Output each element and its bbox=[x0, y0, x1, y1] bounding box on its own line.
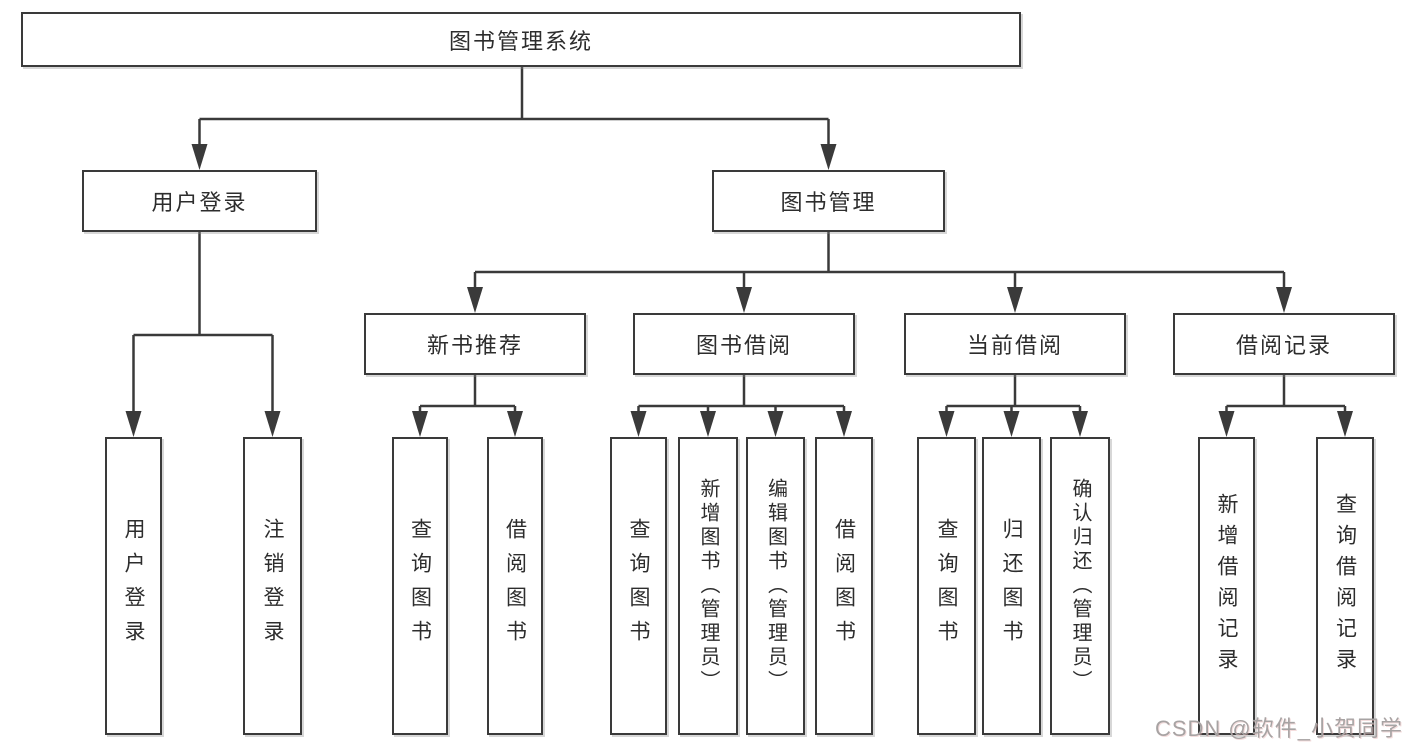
node-label: 新增图书（管理员） bbox=[697, 478, 719, 694]
node-label: 归还图书 bbox=[1000, 518, 1023, 654]
node-book-management: 图书管理 bbox=[712, 170, 945, 232]
node-label: 新书推荐 bbox=[426, 333, 523, 358]
node-label: 借阅记录 bbox=[1235, 333, 1332, 358]
connector-book-borrow-children bbox=[630, 375, 852, 437]
csdn-watermark: CSDN @软件_小贺同学 bbox=[1154, 716, 1403, 741]
node-label: 借阅图书 bbox=[832, 518, 856, 654]
leaf-records-query-record: 查询借阅记录 bbox=[1316, 437, 1374, 735]
node-user-login: 用户登录 bbox=[82, 170, 317, 232]
leaf-borrow-borrow-books: 借阅图书 bbox=[815, 437, 873, 735]
leaf-recommend-borrow-books: 借阅图书 bbox=[487, 437, 543, 735]
node-label: 查询图书 bbox=[935, 518, 958, 654]
node-borrow-records: 借阅记录 bbox=[1173, 313, 1395, 375]
leaf-recommend-query-books: 查询图书 bbox=[392, 437, 448, 735]
leaf-records-add-record: 新增借阅记录 bbox=[1198, 437, 1255, 735]
node-label: 编辑图书（管理员） bbox=[764, 478, 787, 694]
leaf-borrow-edit-books-admin: 编辑图书（管理员） bbox=[746, 437, 805, 735]
node-current-borrow: 当前借阅 bbox=[904, 313, 1126, 375]
connector-current-borrow-children bbox=[938, 375, 1088, 437]
leaf-logout: 注销登录 bbox=[243, 437, 302, 735]
node-new-book-recommend: 新书推荐 bbox=[364, 313, 586, 375]
leaf-current-return-books: 归还图书 bbox=[982, 437, 1041, 735]
leaf-current-confirm-return-admin: 确认归还（管理员） bbox=[1050, 437, 1110, 735]
node-label: 查询图书 bbox=[408, 518, 432, 654]
leaf-borrow-query-books: 查询图书 bbox=[610, 437, 667, 735]
node-book-borrow: 图书借阅 bbox=[633, 313, 855, 375]
node-label: 用户登录 bbox=[122, 518, 145, 654]
leaf-current-query-books: 查询图书 bbox=[917, 437, 976, 735]
node-label: 借阅图书 bbox=[503, 518, 527, 654]
node-label: 当前借阅 bbox=[966, 333, 1063, 358]
node-library-system: 图书管理系统 bbox=[21, 12, 1021, 67]
leaf-borrow-add-books-admin: 新增图书（管理员） bbox=[678, 437, 738, 735]
connector-user-login-children bbox=[125, 232, 281, 437]
connector-borrow-records-children bbox=[1218, 375, 1353, 437]
node-label: 新增借阅记录 bbox=[1215, 493, 1238, 679]
node-label: 图书管理 bbox=[780, 190, 877, 215]
node-label: 注销登录 bbox=[261, 518, 284, 654]
node-label: 确认归还（管理员） bbox=[1069, 478, 1091, 694]
node-label: 用户登录 bbox=[151, 190, 248, 215]
connector-new-book-children bbox=[412, 375, 523, 437]
leaf-user-login: 用户登录 bbox=[105, 437, 162, 735]
node-label: 图书借阅 bbox=[695, 333, 792, 358]
node-label: 查询借阅记录 bbox=[1333, 493, 1357, 679]
connector-root-to-level2 bbox=[191, 67, 837, 170]
node-label: 图书管理系统 bbox=[448, 28, 593, 54]
node-label: 查询图书 bbox=[627, 518, 650, 654]
connector-book-management-children bbox=[467, 232, 1292, 313]
